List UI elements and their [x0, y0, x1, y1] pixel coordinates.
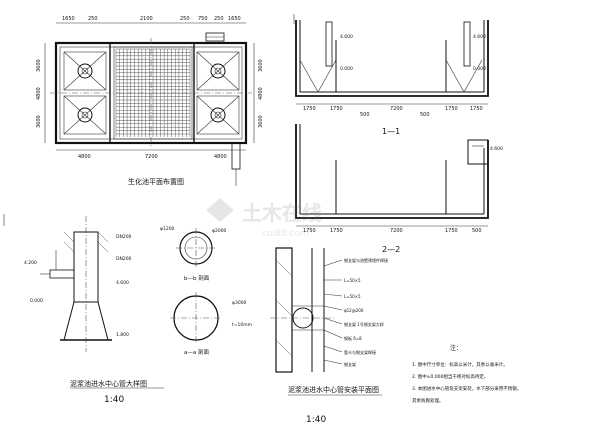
- plan-dim-top-3: 2100: [140, 16, 153, 22]
- plan-dim-bottom-3: 4800: [214, 154, 227, 160]
- support-label-1: 钢支架与池壁预埋件焊接: [344, 257, 388, 263]
- s22-level: 4.600: [490, 146, 503, 152]
- pipe-label-5: 0.000: [30, 298, 43, 304]
- plan-dim-top-2: 250: [88, 16, 98, 22]
- pipe-label-1: DN200: [116, 234, 132, 240]
- note-4: 其余防腐处理。: [412, 397, 444, 404]
- watermark-text: 土木在线: [242, 201, 322, 225]
- bb-label-1: φ1200: [160, 226, 175, 232]
- s11-small-dim-2: 500: [420, 112, 430, 118]
- s22-title: 2—2: [382, 245, 400, 254]
- aa-label-1: φ3000: [232, 300, 247, 306]
- support-label-2: L=50×5: [344, 278, 361, 283]
- support-label-8: 钢支架: [344, 361, 356, 367]
- s11-dim-4: 1750: [445, 106, 458, 112]
- pipe-label-4: 4.600: [116, 280, 129, 286]
- support-label-4: φ12@200: [344, 308, 364, 313]
- bb-label-2: φ2000: [212, 228, 227, 234]
- section-2-2: 4.600 1750 1750 7200 1750 500 2—2: [295, 124, 503, 254]
- s11-dim-2: 1750: [330, 106, 343, 112]
- watermark-logo-icon: [206, 198, 234, 222]
- s22-dim-5: 500: [472, 228, 482, 234]
- pipe-label-2: DN200: [116, 256, 132, 262]
- watermark-url: coi88.com: [262, 229, 309, 239]
- s11-small-dim-1: 500: [360, 112, 370, 118]
- plan-dim-left-3: 3600: [36, 115, 42, 128]
- detail-support-plan: 钢支架与池壁预埋件焊接 L=50×5 L=50×5 φ12@200 钢支架 1号…: [270, 247, 388, 425]
- plan-dim-left-2: 4800: [36, 87, 42, 100]
- support-label-7: 管卡与钢支架焊接: [344, 349, 376, 355]
- pipe-title: 泥浆池进水中心管大样图: [70, 379, 147, 388]
- section-1-1: 4.600 4.600 0.000 0.000 1750 1750 7200 1…: [295, 20, 489, 136]
- pipe-label-3: 4.200: [24, 260, 37, 266]
- detail-bb-section: φ1200 φ2000 b—b 剖面: [160, 226, 227, 282]
- s11-title: 1—1: [382, 127, 400, 136]
- pipe-scale: 1:40: [104, 395, 124, 405]
- aa-title: a—a 剖面: [184, 348, 209, 356]
- plan-dim-top-5: 750: [198, 16, 208, 22]
- support-label-3: L=50×5: [344, 294, 361, 299]
- plan-view: 1650 250 2100 250 750 250 1650: [36, 16, 264, 186]
- s11-level-3: 0.000: [340, 66, 353, 72]
- plan-dim-bottom-2: 7200: [145, 154, 158, 160]
- plan-dim-bottom-1: 4800: [78, 154, 91, 160]
- s11-level-2: 4.600: [473, 34, 486, 40]
- plan-dim-right-1: 3600: [258, 59, 264, 72]
- plan-dim-top-7: 1650: [228, 16, 241, 22]
- support-label-5: 钢支架 1号钢支架大样: [344, 321, 384, 327]
- s22-dim-4: 1750: [445, 228, 458, 234]
- s11-dim-5: 1750: [470, 106, 483, 112]
- s22-dim-2: 1750: [330, 228, 343, 234]
- note-3: 3. 本图进水中心管及支架安装，水下部分采用不锈钢，: [412, 385, 521, 392]
- plan-dim-left-1: 3600: [36, 59, 42, 72]
- plan-dim-top-1: 1650: [62, 16, 75, 22]
- watermark: 土木在线 coi88.com: [206, 198, 322, 239]
- plan-dim-right-3: 3600: [258, 115, 264, 128]
- s22-dim-3: 7200: [390, 228, 403, 234]
- s22-dim-1: 1750: [303, 228, 316, 234]
- pipe-label-6: 1.800: [116, 332, 129, 338]
- s11-level-4: 0.000: [473, 66, 486, 72]
- support-scale: 1:40: [306, 415, 326, 425]
- s11-level-1: 4.600: [340, 34, 353, 40]
- s11-dim-3: 7200: [390, 106, 403, 112]
- plan-dim-right-2: 4800: [258, 87, 264, 100]
- support-label-6: 钢板 δ=8: [344, 335, 362, 341]
- plan-dim-top-4: 250: [180, 16, 190, 22]
- bb-title: b—b 剖面: [184, 274, 210, 282]
- notes-heading: 注：: [450, 344, 462, 352]
- plan-title: 生化池平面布置图: [128, 177, 184, 186]
- support-title: 泥浆池进水中心管安装平面图: [288, 385, 379, 394]
- aa-label-2: t=10mm: [232, 322, 252, 328]
- detail-center-pipe: DN200 DN200 4.200 4.600 0.000 1.800 泥浆池进…: [24, 216, 164, 405]
- plan-dim-top-6: 250: [214, 16, 224, 22]
- notes-block: 注： 1. 图中尺寸单位：标高以米计，其余以毫米计。 2. 图中±0.000相当…: [412, 344, 521, 404]
- s11-dim-1: 1750: [303, 106, 316, 112]
- detail-aa-section: φ3000 t=10mm a—a 剖面: [170, 292, 252, 356]
- note-1: 1. 图中尺寸单位：标高以米计，其余以毫米计。: [412, 361, 508, 368]
- note-2: 2. 图中±0.000相当于绝对标高待定。: [412, 373, 488, 380]
